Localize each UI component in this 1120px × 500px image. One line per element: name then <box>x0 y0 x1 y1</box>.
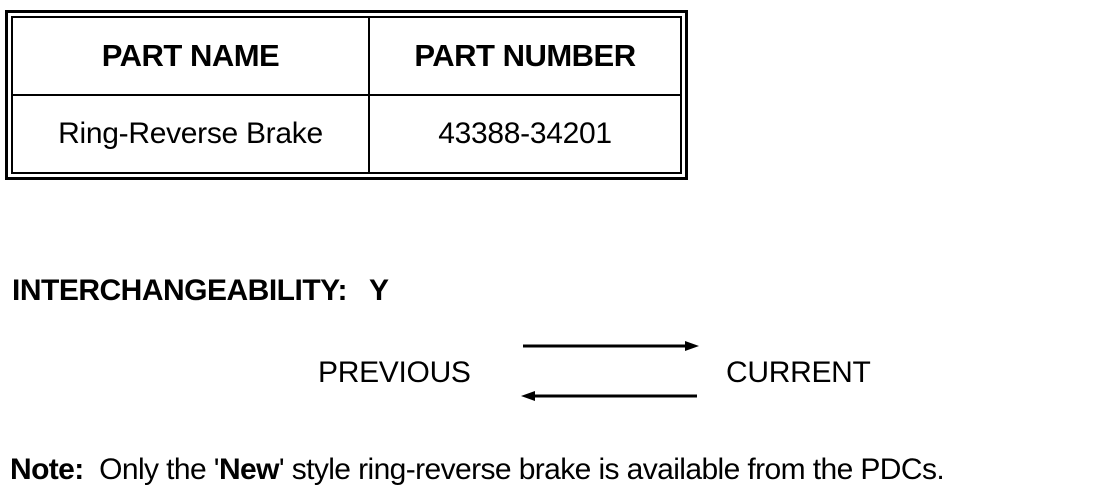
left-arrow-icon <box>521 391 697 401</box>
right-arrow-icon <box>523 341 699 351</box>
cell-part-name: Ring-Reverse Brake <box>13 94 370 172</box>
interchangeability-label: INTERCHANGEABILITY: <box>12 274 347 307</box>
interchangeability-line: INTERCHANGEABILITY: Y <box>12 274 389 308</box>
note-line: Note: Only the 'New' style ring-reverse … <box>10 453 945 487</box>
note-label: Note: <box>10 453 84 486</box>
parts-table: PART NAME PART NUMBER Ring-Reverse Brake… <box>13 18 680 172</box>
note-text-before: Only the ' <box>99 453 219 486</box>
interchange-arrows-icon <box>521 341 699 401</box>
cell-part-number: 43388-34201 <box>368 94 680 172</box>
header-part-name: PART NAME <box>13 18 370 96</box>
note-emphasis: New <box>218 453 279 486</box>
note-text-after: ' style ring-reverse brake is available … <box>278 453 945 486</box>
parts-table-inner-border: PART NAME PART NUMBER Ring-Reverse Brake… <box>11 16 682 174</box>
table-row: Ring-Reverse Brake 43388-34201 <box>13 94 680 172</box>
parts-table-frame: PART NAME PART NUMBER Ring-Reverse Brake… <box>5 10 688 180</box>
table-header-row: PART NAME PART NUMBER <box>13 18 680 96</box>
previous-label: PREVIOUS <box>318 356 471 389</box>
current-label: CURRENT <box>726 356 871 389</box>
interchangeability-value: Y <box>368 274 389 307</box>
header-part-number: PART NUMBER <box>368 18 680 96</box>
